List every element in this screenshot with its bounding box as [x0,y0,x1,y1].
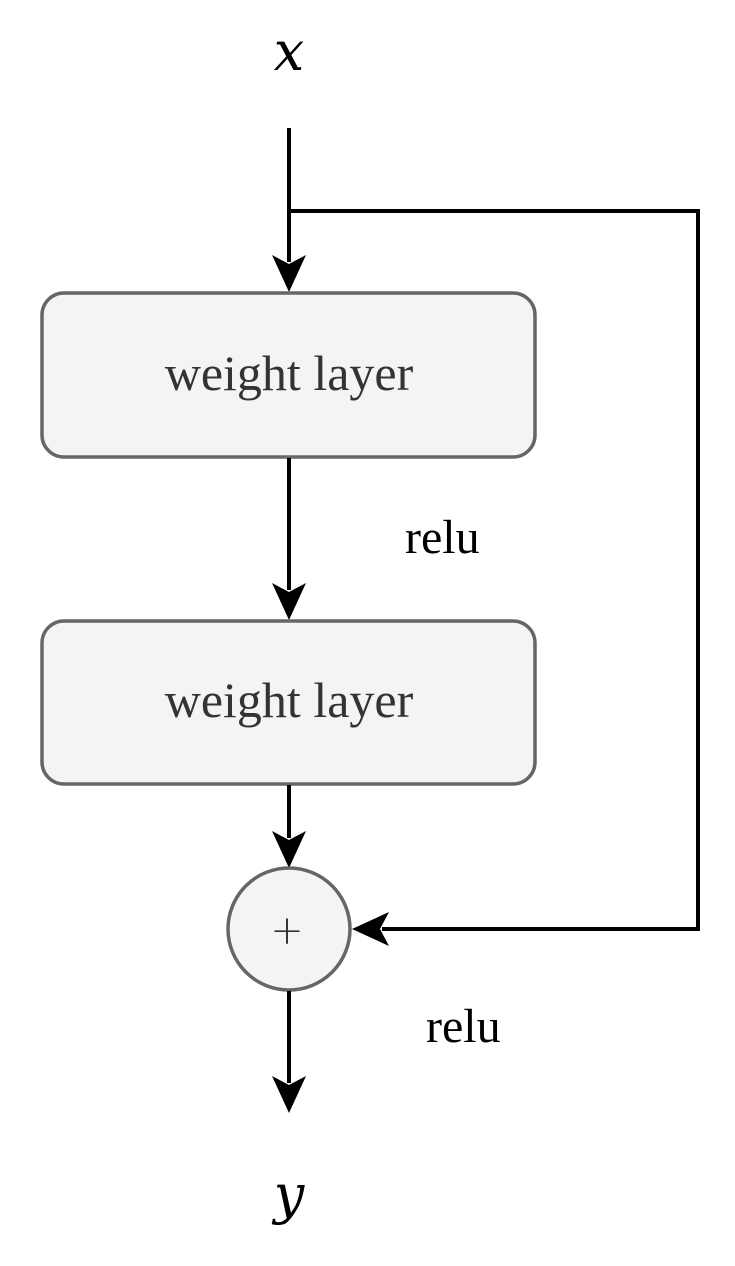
output-label: y [272,1163,306,1226]
weight-layer-box-2 [40,619,537,786]
relu-label-2: relu [426,1000,501,1053]
add-node-circle [226,866,352,992]
input-label: x [274,20,304,83]
weight-layer-label-1: weight layer [165,345,414,401]
skip-connection-arrowhead [352,912,389,946]
relu-arrowhead-1 [272,583,306,620]
output-arrowhead [272,1076,306,1113]
skip-connection-edge [289,209,700,931]
input-arrowhead [272,255,306,292]
relu-label-1: relu [405,511,480,564]
weight-layer-label-2: weight layer [165,672,414,728]
layer-to-add-arrowhead [272,831,306,868]
add-node-symbol: + [270,908,304,954]
weight-layer-box-1 [40,291,537,459]
